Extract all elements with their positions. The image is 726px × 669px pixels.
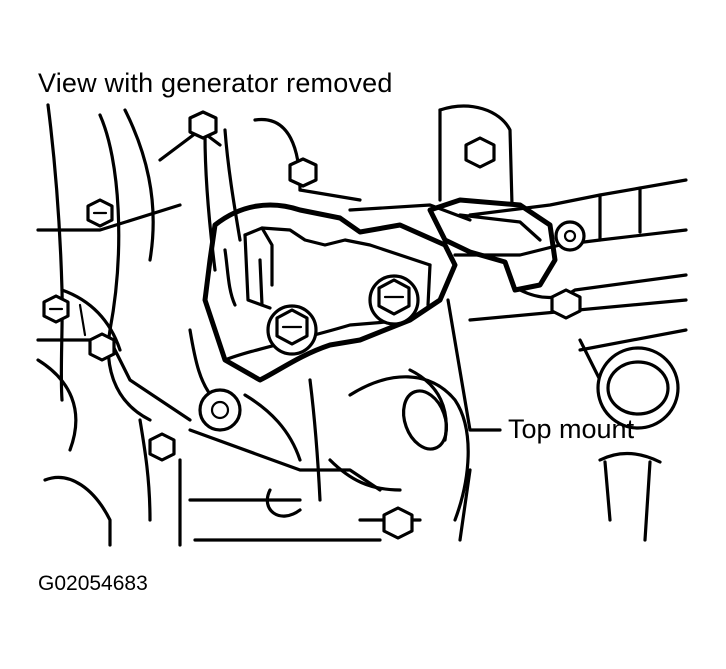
mount-bolt-right: [368, 274, 420, 326]
diagram-caption: View with generator removed: [38, 68, 393, 98]
engine-block-left: [36, 103, 222, 547]
top-mount-bracket: [202, 202, 472, 383]
lower-casting: [178, 328, 470, 547]
filler-tube: [458, 328, 688, 542]
link-plate: [427, 197, 586, 320]
top-mount-label: Top mount: [508, 414, 635, 444]
bolt-left-bottom: [148, 432, 176, 462]
bolt-left-upper: [86, 198, 114, 228]
upper-column: [188, 110, 362, 272]
figure-id: G02054683: [38, 572, 148, 595]
mount-bolt-left: [266, 304, 318, 356]
right-rail: [438, 104, 688, 322]
bolt-left-lower: [88, 332, 116, 362]
bolt-left-mid: [42, 294, 70, 324]
callout-leader: [446, 298, 502, 432]
